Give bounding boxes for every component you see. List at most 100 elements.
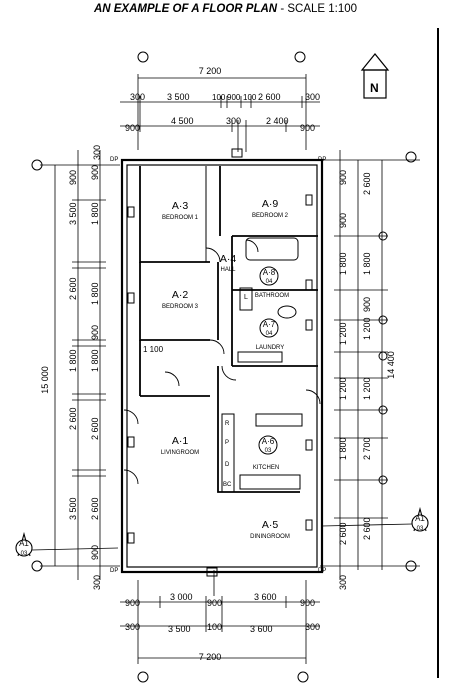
dim-label: 1 800 xyxy=(338,437,348,460)
dim-label: 900 xyxy=(125,598,140,608)
dim-label: 1 200 xyxy=(338,377,348,400)
room-a1-name: LIVINGROOM xyxy=(161,450,199,456)
room-a3-code: A·3 xyxy=(172,200,189,212)
dim-label: 3 500 xyxy=(68,497,78,520)
dim-label: 2 400 xyxy=(266,116,289,126)
room-a3-name: BEDROOM 1 xyxy=(162,215,199,221)
dim-label: 1 200 xyxy=(362,317,372,340)
fixture-l: L xyxy=(244,294,248,301)
dim-cross: 1 100 xyxy=(143,345,164,354)
dim-label: 2 600 xyxy=(90,417,100,440)
dim-label: 900 xyxy=(90,325,100,340)
fixture-bc: BC xyxy=(223,482,232,488)
dp-label: DP xyxy=(318,568,326,574)
dim-label: 300 xyxy=(338,575,348,590)
dim-label: 900 xyxy=(227,93,241,102)
room-a9-code: A·9 xyxy=(262,198,279,210)
dim-label: 900 xyxy=(338,170,348,185)
room-a6-code: A·6 xyxy=(262,437,275,446)
section-left-bottom: 03 xyxy=(21,551,28,557)
dim-label: 900 xyxy=(90,545,100,560)
scale-label: SCALE 1:100 xyxy=(287,3,358,15)
dim-label: 2 600 xyxy=(90,497,100,520)
section-right-bottom: 03 xyxy=(417,526,424,532)
dim-label: 2 600 xyxy=(258,92,281,102)
room-a2-name: BEDROOM 3 xyxy=(162,304,199,310)
dim-label: 900 xyxy=(125,123,140,133)
dim-label: 900 xyxy=(362,297,372,312)
dim-left-total: 15 000 xyxy=(40,366,50,394)
north-arrow-icon xyxy=(360,53,390,99)
dp-label: DP xyxy=(110,157,118,163)
dim-label: 3 500 xyxy=(168,624,191,634)
dim-label: 1 800 xyxy=(362,252,372,275)
drawing-title: AN EXAMPLE OF A FLOOR PLAN xyxy=(93,3,278,15)
room-a9-name: BEDROOM 2 xyxy=(252,213,289,219)
dim-label: 4 500 xyxy=(171,116,194,126)
dim-label: 2 700 xyxy=(362,437,372,460)
dim-label: 300 xyxy=(92,575,102,590)
room-a7-sub: 04 xyxy=(266,331,273,337)
room-a8-sub: 04 xyxy=(266,279,273,285)
dim-right-total: 14 400 xyxy=(386,351,396,379)
dim-label: 900 xyxy=(300,598,315,608)
dim-label: 900 xyxy=(338,213,348,228)
dim-label: 1 800 xyxy=(90,202,100,225)
dim-label: 300 xyxy=(226,116,241,126)
dim-label: 3 600 xyxy=(254,592,277,602)
dim-label: 2 600 xyxy=(362,172,372,195)
room-a5-code: A·5 xyxy=(262,519,279,531)
dim-label: 3 500 xyxy=(68,202,78,225)
north-label: N xyxy=(370,81,379,95)
dim-label: 2 600 xyxy=(362,517,372,540)
dim-label: 900 xyxy=(68,170,78,185)
dim-top-total: 7 200 xyxy=(199,66,222,76)
dim-label: 1 800 xyxy=(90,349,100,372)
dim-label: 1 200 xyxy=(338,322,348,345)
room-a5-name: DININGROOM xyxy=(250,534,290,540)
room-a7-code: A·7 xyxy=(263,320,276,329)
dim-label: 2 600 xyxy=(68,407,78,430)
dp-label: DP xyxy=(318,157,326,163)
room-a1-code: A·1 xyxy=(172,435,189,447)
dim-label: 300 xyxy=(305,92,320,102)
section-right-top: A1 xyxy=(415,514,425,523)
title-separator: - xyxy=(280,3,285,15)
dim-label: 300 xyxy=(305,622,320,632)
room-a4-name: HALL xyxy=(220,267,236,273)
drawing-header: AN EXAMPLE OF A FLOOR PLAN - SCALE 1:100 xyxy=(0,3,451,15)
room-a7-name: LAUNDRY xyxy=(256,345,285,351)
section-left-top: A1 xyxy=(19,539,29,548)
fixture-r: R xyxy=(225,421,230,427)
right-border-line xyxy=(437,28,439,678)
dim-label: 900 xyxy=(300,123,315,133)
dim-label: 3 000 xyxy=(170,592,193,602)
dim-label: 3 500 xyxy=(167,92,190,102)
dim-label: 2 600 xyxy=(338,522,348,545)
room-a4-code: A·4 xyxy=(220,253,237,265)
room-a8-code: A·8 xyxy=(263,268,276,277)
room-a6-name: KITCHEN xyxy=(253,465,279,471)
dim-label: 100 xyxy=(207,622,222,632)
dp-label: DP xyxy=(110,568,118,574)
interior-walls xyxy=(139,166,318,493)
room-a8-name: BATHROOM xyxy=(255,293,289,299)
dim-bottom-total: 7 200 xyxy=(199,652,222,662)
dim-label: 100 xyxy=(212,93,226,102)
dim-label: 900 xyxy=(90,165,100,180)
dim-label: 300 xyxy=(130,92,145,102)
dim-label: 3 600 xyxy=(250,624,273,634)
dim-label: 1 800 xyxy=(90,282,100,305)
dim-label: 300 xyxy=(92,145,102,160)
dim-label: 900 xyxy=(207,598,222,608)
dim-label: 1 800 xyxy=(68,349,78,372)
dim-label: 1 200 xyxy=(362,377,372,400)
fixture-p: P xyxy=(225,440,229,446)
fixture-d: D xyxy=(225,462,230,468)
dim-label: 1 800 xyxy=(338,252,348,275)
room-a6-sub: 03 xyxy=(265,448,272,454)
room-a2-code: A·2 xyxy=(172,289,189,301)
dim-label: 2 600 xyxy=(68,277,78,300)
dim-label: 100 xyxy=(243,93,257,102)
